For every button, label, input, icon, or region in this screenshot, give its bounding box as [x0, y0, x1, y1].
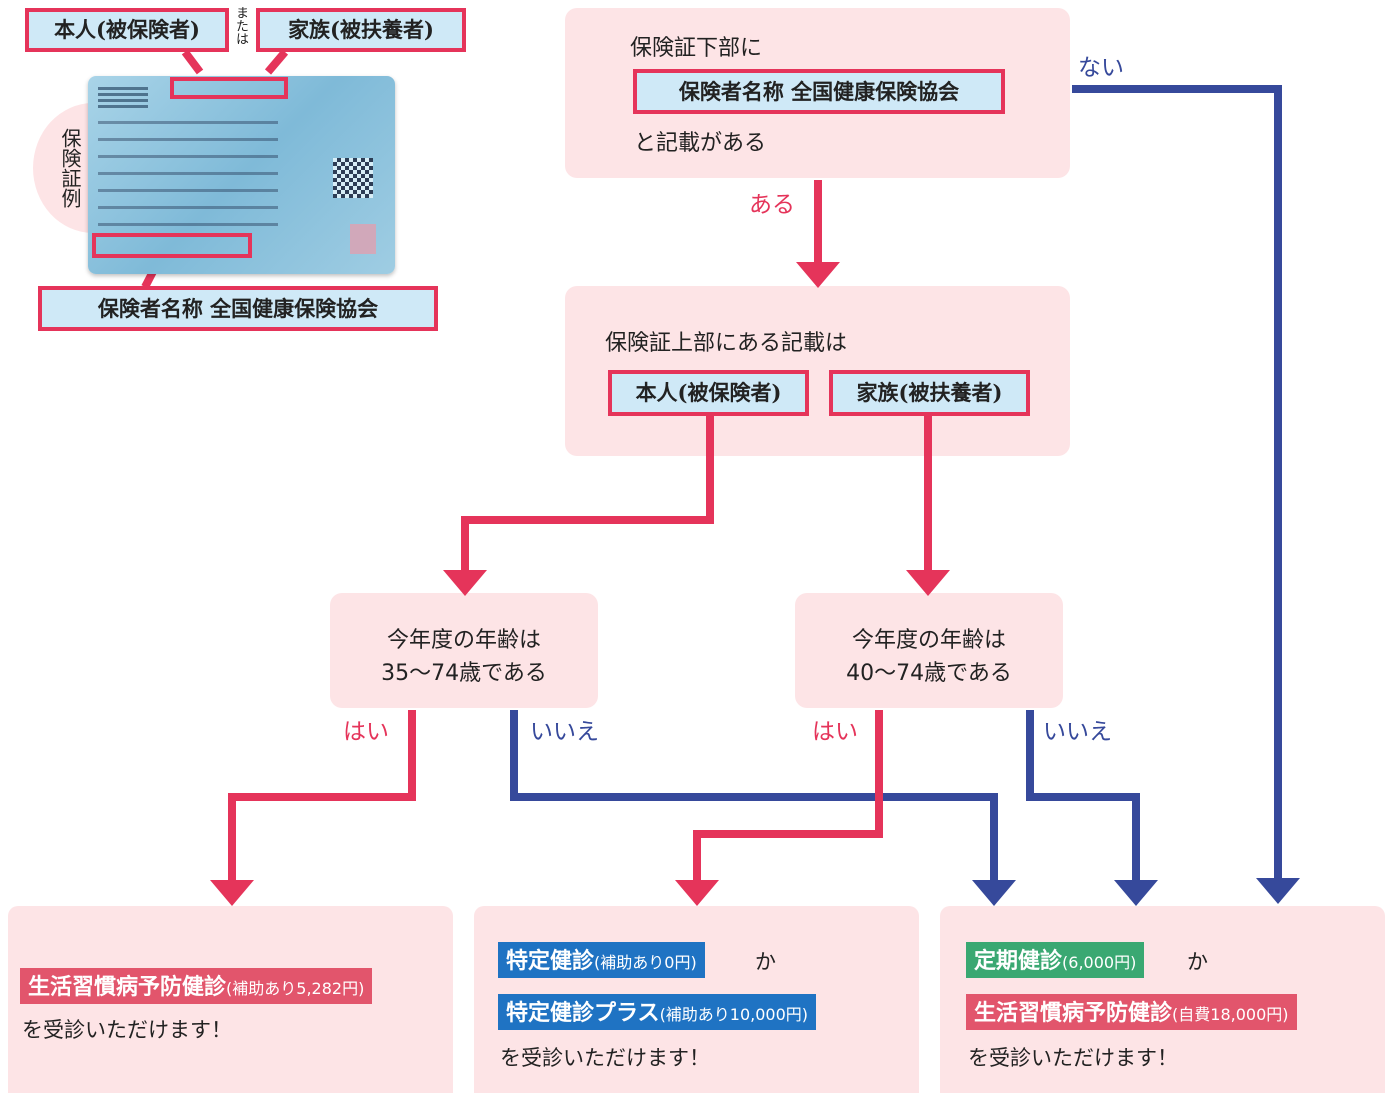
- result3-tag2-name: 生活習慣病予防健診: [974, 1001, 1173, 1026]
- result2-ka: か: [755, 950, 776, 974]
- result2-tag2: 特定健診プラス(補助あり10,000円): [498, 994, 817, 1030]
- arrow-left-yes: [228, 710, 416, 882]
- result3-text: を受診いただけます！: [968, 1046, 1178, 1070]
- result1-tag: 生活習慣病予防健診(補助あり5,282円): [20, 968, 373, 1004]
- arrowhead-step1-no: [1256, 878, 1300, 904]
- result3-tag2-note: (自費18,000円): [1172, 1005, 1289, 1024]
- step2-title: 保険証上部にある記載は: [605, 331, 848, 356]
- example-label: 保険証例: [58, 128, 82, 208]
- age-left-line1: 今年度の年齢は: [386, 628, 541, 653]
- age-right-yes-label: はい: [812, 719, 858, 745]
- step1-line2: と記載がある: [634, 131, 767, 156]
- legend-hokensha-label: 保険者名称 全国健康保険協会: [38, 286, 438, 331]
- arrowhead-right-yes: [675, 880, 719, 906]
- step1-yes-label: ある: [749, 192, 795, 218]
- result3-tag1-note: (6,000円): [1062, 953, 1137, 972]
- age-right-no-label: いいえ: [1043, 719, 1112, 745]
- age-left-box: [330, 593, 598, 708]
- arrowhead-left-yes: [210, 880, 254, 906]
- step1-no-label: ない: [1078, 55, 1124, 81]
- result1-tag-name: 生活習慣病予防健診: [28, 975, 227, 1000]
- age-left-line2: 35〜74歳である: [381, 661, 547, 686]
- result3-tag1: 定期健診(6,000円): [966, 942, 1145, 978]
- age-left-yes-label: はい: [343, 719, 389, 745]
- step2-honin-label: 本人(被保険者): [608, 370, 809, 416]
- result2-tag1-note: (補助あり0円): [594, 953, 697, 972]
- result2-tag1-name: 特定健診: [506, 949, 595, 974]
- arrow-right-yes: [693, 710, 883, 882]
- age-left-no-label: いいえ: [530, 719, 599, 745]
- arrowhead-honin: [443, 570, 487, 596]
- result2-tag2-name: 特定健診プラス: [506, 1001, 660, 1026]
- legend-pointer-kazoku: [264, 49, 289, 75]
- legend-pointer-honin: [181, 49, 204, 75]
- card-highlight-bottom: [92, 233, 252, 258]
- result2-tag1: 特定健診(補助あり0円): [498, 942, 705, 978]
- arrowhead-right-no: [1114, 880, 1158, 906]
- result3-tag1-name: 定期健診: [974, 949, 1063, 974]
- arrow-left-no: [510, 710, 998, 882]
- age-right-line2: 40〜74歳である: [846, 661, 1012, 686]
- arrowhead-step1-yes: [796, 262, 840, 288]
- insurance-card-image: [88, 76, 395, 274]
- result1-text: を受診いただけます！: [22, 1018, 232, 1042]
- arrow-honin: [461, 415, 714, 572]
- legend-honin-label: 本人(被保険者): [25, 8, 229, 52]
- legend-or-text: または: [233, 6, 248, 45]
- age-right-line1: 今年度の年齢は: [851, 628, 1006, 653]
- result3-tag2: 生活習慣病予防健診(自費18,000円): [966, 994, 1297, 1030]
- step1-hokensha-label: 保険者名称 全国健康保険協会: [633, 69, 1005, 114]
- arrowhead-left-no: [972, 880, 1016, 906]
- legend-kazoku-label: 家族(被扶養者): [256, 8, 466, 52]
- arrow-right-no: [1026, 710, 1140, 882]
- step2-kazoku-label: 家族(被扶養者): [829, 370, 1030, 416]
- result3-ka: か: [1187, 950, 1208, 974]
- result1-tag-note: (補助あり5,282円): [226, 979, 365, 998]
- result2-text: を受診いただけます！: [500, 1046, 710, 1070]
- step1-line1: 保険証下部に: [630, 36, 763, 61]
- arrowhead-kazoku: [906, 570, 950, 596]
- result2-tag2-note: (補助あり10,000円): [659, 1005, 809, 1024]
- arrow-step1-no: [1072, 85, 1282, 880]
- age-right-box: [795, 593, 1063, 708]
- card-highlight-top: [170, 77, 288, 99]
